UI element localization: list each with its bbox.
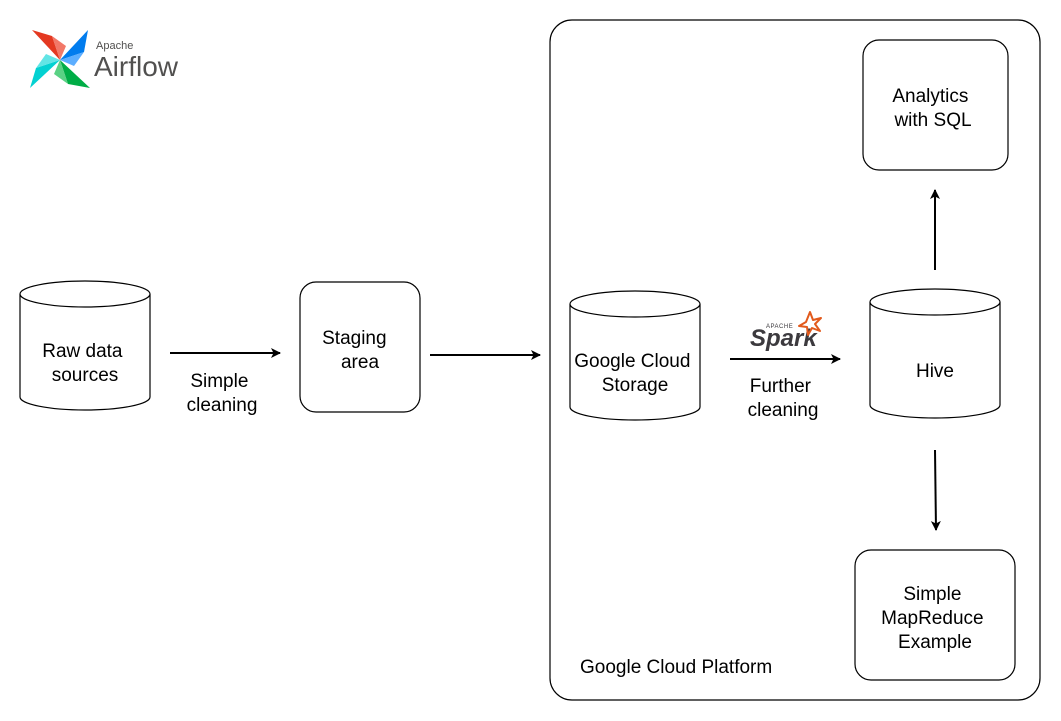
google-cloud-storage-label: Google Cloud Storage xyxy=(574,351,695,396)
raw-data-sources-node: Raw data sources xyxy=(19,280,151,411)
spark-logo-small-text: APACHE xyxy=(766,324,793,330)
simple-cleaning-label: Simple cleaning xyxy=(187,371,258,416)
airflow-pinwheel-icon xyxy=(30,30,90,88)
google-cloud-storage-node: Google Cloud Storage xyxy=(569,290,701,421)
raw-data-sources-label: Raw data sources xyxy=(42,341,128,386)
gcp-label: Google Cloud Platform xyxy=(580,657,772,678)
arrow-hive-to-mapreduce xyxy=(930,449,941,531)
airflow-logo: Apache Airflow xyxy=(30,30,179,88)
gcp-container xyxy=(549,19,1041,701)
hive-label: Hive xyxy=(916,361,954,382)
analytics-with-sql-node: Analytics with SQL xyxy=(862,39,1009,171)
airflow-logo-small-text: Apache xyxy=(96,40,133,52)
airflow-logo-text: Airflow xyxy=(94,51,179,82)
mapreduce-example-node: Simple MapReduce Example xyxy=(854,549,1016,681)
mapreduce-example-label: Simple MapReduce Example xyxy=(881,584,989,653)
hive-node: Hive xyxy=(869,288,1001,419)
spark-logo: APACHE Spark xyxy=(750,311,822,352)
spark-star-icon xyxy=(798,311,822,336)
staging-area-label: Staging area xyxy=(322,328,392,373)
further-cleaning-label: Further cleaning xyxy=(748,376,819,421)
analytics-with-sql-label: Analytics with SQL xyxy=(892,86,973,131)
staging-area-node: Staging area xyxy=(299,281,421,413)
